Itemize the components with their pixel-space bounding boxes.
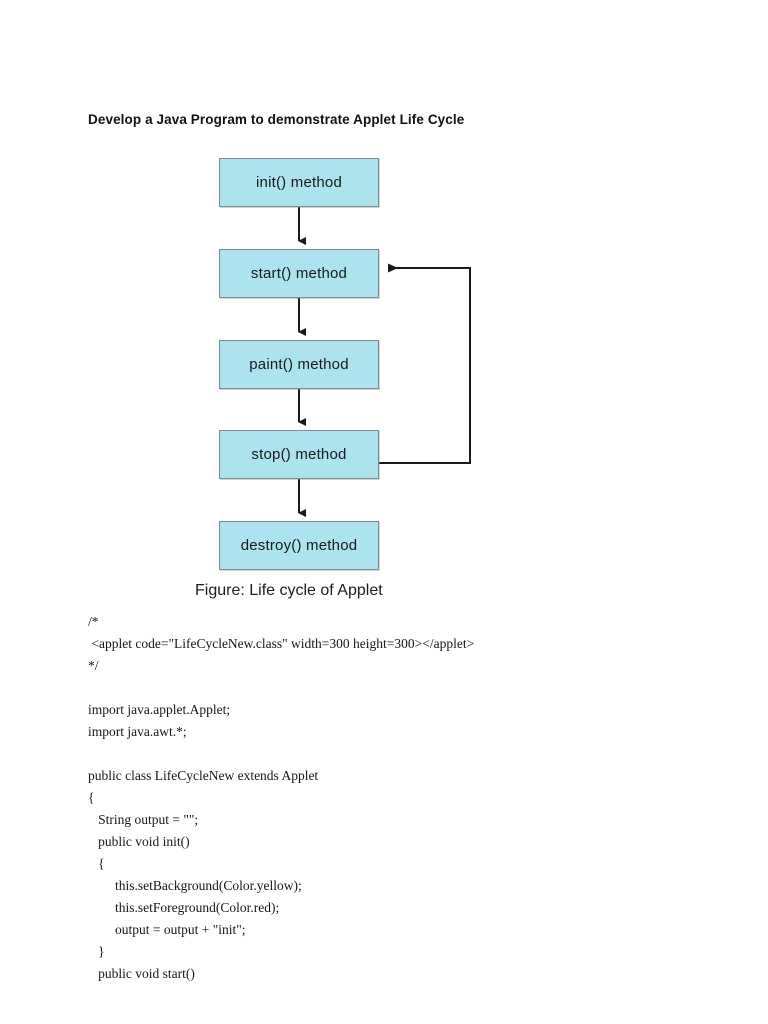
code-line: output = output + "init"; (88, 922, 246, 937)
code-line: { (88, 790, 95, 805)
code-line (88, 677, 688, 699)
code-line: this.setForeground(Color.red); (88, 900, 280, 915)
code-line: String output = ""; (88, 812, 199, 827)
applet-lifecycle-figure: init() method start() method paint() met… (195, 158, 471, 599)
code-line: } (88, 944, 105, 959)
code-line (88, 743, 688, 765)
flow-node-paint: paint() method (219, 340, 379, 389)
flow-node-start: start() method (219, 249, 379, 298)
code-line: <applet code="LifeCycleNew.class" width=… (88, 636, 475, 651)
page-title: Develop a Java Program to demonstrate Ap… (88, 112, 465, 127)
code-line: */ (88, 658, 99, 673)
flow-node-start-label: start() method (250, 265, 348, 282)
code-line: this.setBackground(Color.yellow); (88, 878, 302, 893)
flow-node-paint-label: paint() method (249, 356, 349, 373)
code-line: import java.applet.Applet; (88, 702, 231, 717)
figure-caption: Figure: Life cycle of Applet (195, 582, 383, 599)
flow-node-destroy-label: destroy() method (240, 537, 358, 554)
flow-node-stop: stop() method (219, 430, 379, 479)
figure-connectors (298, 207, 471, 517)
code-line: public void start() (88, 966, 195, 981)
code-line: import java.awt.*; (88, 724, 187, 739)
code-line: public void init() (88, 834, 190, 849)
code-line: { (88, 856, 105, 871)
flow-node-init-label: init() method (256, 174, 342, 191)
code-line: public class LifeCycleNew extends Applet (88, 768, 319, 783)
flow-node-destroy: destroy() method (219, 521, 379, 570)
edge-stop-to-start-feedback (379, 263, 471, 464)
flow-node-init: init() method (219, 158, 379, 207)
java-source-code: /* <applet code="LifeCycleNew.class" wid… (88, 611, 688, 985)
flow-node-stop-label: stop() method (251, 446, 347, 463)
code-line: /* (88, 614, 99, 629)
